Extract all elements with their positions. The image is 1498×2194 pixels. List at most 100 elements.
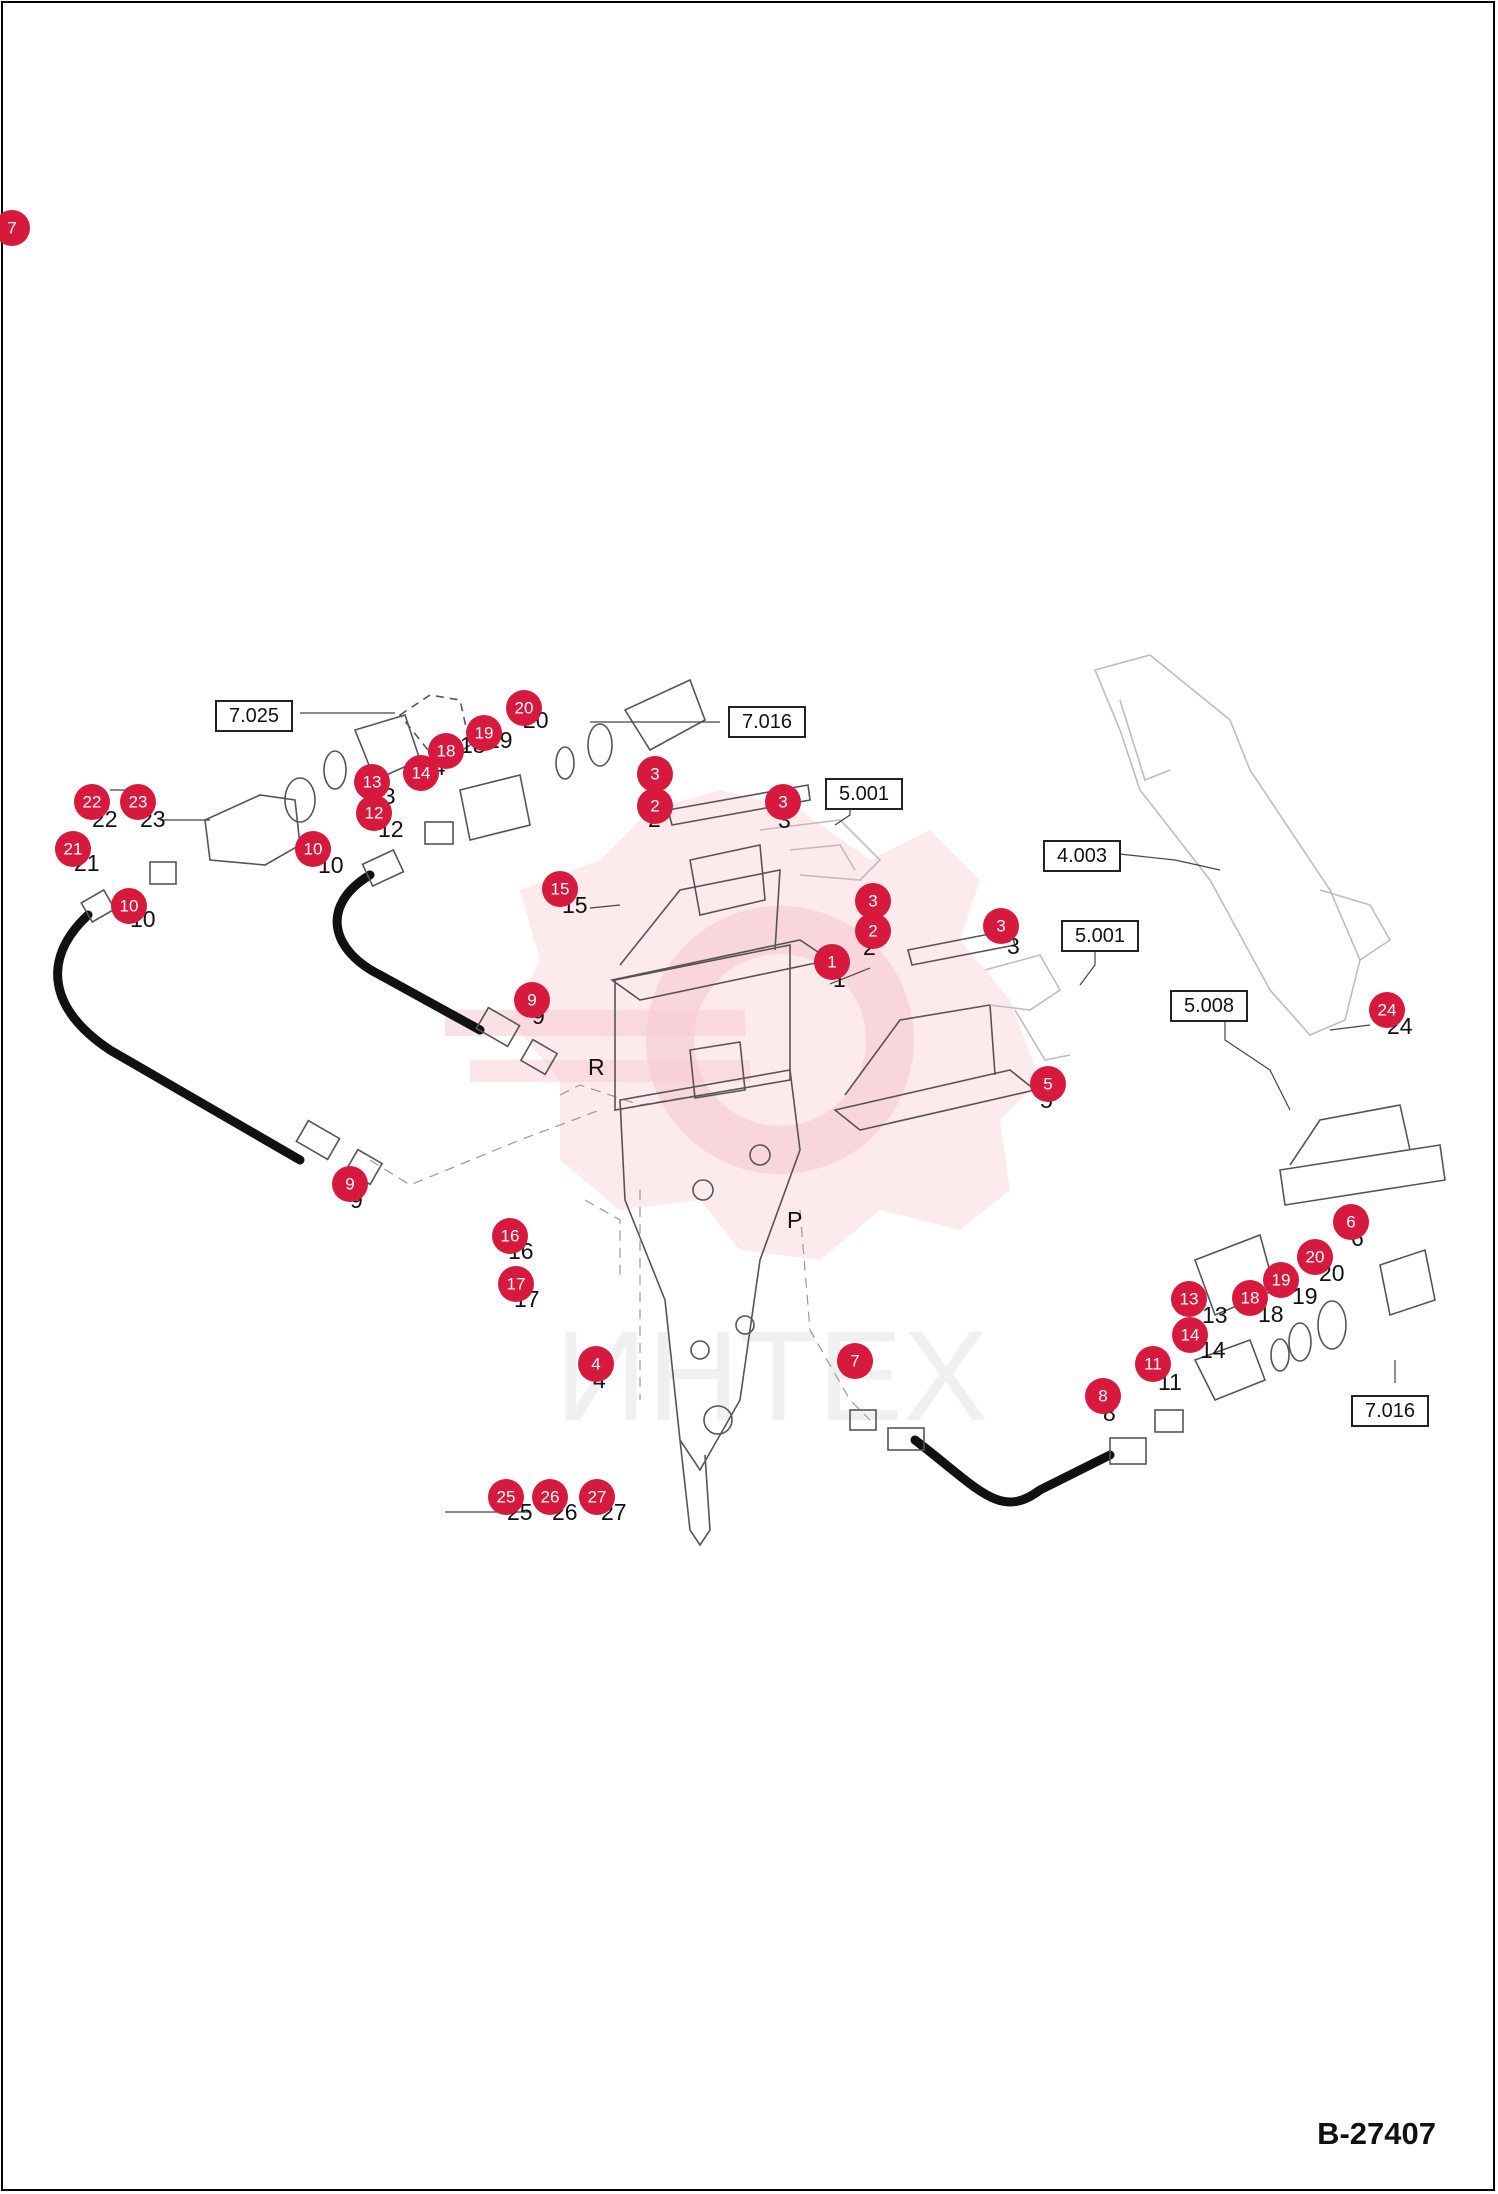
callout-marker-17[interactable]: 17: [498, 1266, 534, 1302]
hose-return-inner: [332, 870, 485, 1035]
callout-number: 13: [1180, 1290, 1199, 1309]
callout-marker-3[interactable]: 3: [637, 756, 673, 792]
port-label-return: R: [588, 1054, 605, 1080]
callout-marker-21[interactable]: 21: [55, 831, 91, 867]
callout-number: 13: [363, 773, 382, 792]
callout-marker-20[interactable]: 20: [1297, 1239, 1333, 1275]
reference-box-7025[interactable]: 7.025: [215, 700, 294, 732]
hydraulic-hoses: [53, 870, 1115, 1507]
callout-number: 3: [650, 765, 659, 784]
callout-marker-8[interactable]: 8: [1085, 1378, 1121, 1414]
callout-number: 17: [507, 1275, 526, 1294]
reference-box-7016-top[interactable]: 7.016: [728, 706, 807, 738]
hose-fittings: [80, 821, 1184, 1465]
callout-marker-24[interactable]: 24: [1369, 992, 1405, 1028]
callout-marker-3[interactable]: 3: [855, 883, 891, 919]
callout-circle: [837, 1343, 873, 1379]
callout-marker-10[interactable]: 10: [111, 888, 147, 924]
callout-marker-7[interactable]: 7: [837, 1343, 873, 1379]
callout-number: 25: [497, 1488, 516, 1507]
callout-marker-1[interactable]: 1: [814, 944, 850, 980]
callout-circle: [506, 690, 542, 726]
callout-marker-22[interactable]: 22: [74, 784, 110, 820]
callout-number: 20: [515, 699, 534, 718]
callout-number: 11: [1144, 1355, 1162, 1374]
callout-marker-6[interactable]: 6: [1333, 1204, 1369, 1240]
callout-number: 10: [304, 840, 323, 859]
callout-marker-5[interactable]: 5: [1030, 1066, 1066, 1102]
callout-marker-13[interactable]: 13: [354, 764, 390, 800]
callout-marker-7[interactable]: 7: [0, 210, 30, 246]
callout-circle: [1171, 1281, 1207, 1317]
callout-marker-19[interactable]: 19: [1263, 1262, 1299, 1298]
reference-box-5008[interactable]: 5.008: [1170, 990, 1249, 1022]
callout-circle: [1232, 1280, 1268, 1316]
callout-number: 21: [64, 840, 83, 859]
callout-circle: [637, 756, 673, 792]
callout-circle: [428, 733, 464, 769]
callout-circle: [542, 871, 578, 907]
reference-box-5001-a[interactable]: 5.001: [825, 778, 904, 810]
callout-number: 15: [551, 880, 570, 899]
callout-marker-19[interactable]: 19: [466, 715, 502, 751]
callout-number: 14: [1181, 1326, 1200, 1345]
reference-box-5001-b[interactable]: 5.001: [1061, 920, 1140, 952]
callout-marker-14[interactable]: 14: [1172, 1317, 1208, 1353]
callout-number: 18: [1241, 1289, 1260, 1308]
callout-marker-11[interactable]: 11: [1135, 1346, 1171, 1382]
routing-lines: [369, 1084, 871, 1421]
part-number-13: 13: [1202, 1302, 1228, 1328]
port-label-pressure: P: [787, 1207, 802, 1233]
callout-marker-9[interactable]: 9: [332, 1166, 368, 1202]
hose-pressure: [910, 1435, 1115, 1507]
callout-marker-14[interactable]: 14: [403, 755, 439, 791]
callout-marker-18[interactable]: 18: [428, 733, 464, 769]
callout-circle: [466, 715, 502, 751]
callout-marker-2[interactable]: 2: [855, 913, 891, 949]
callout-number: 10: [120, 897, 139, 916]
couplings: [204, 678, 1436, 1402]
callout-marker-9[interactable]: 9: [514, 982, 550, 1018]
callout-marker-12[interactable]: 12: [356, 795, 392, 831]
callout-circle: [0, 210, 30, 246]
callout-circle: [1085, 1378, 1121, 1414]
callout-marker-3[interactable]: 3: [765, 784, 801, 820]
callout-marker-4[interactable]: 4: [578, 1346, 614, 1382]
drawing-code: B-27407: [1317, 2116, 1436, 2151]
watermark: ИНТЕХ: [445, 790, 1040, 1448]
callout-circle: [1333, 1204, 1369, 1240]
callout-circle: [1369, 992, 1405, 1028]
callout-circle: [354, 764, 390, 800]
callout-marker-15[interactable]: 15: [542, 871, 578, 907]
hose-return-left: [53, 910, 305, 1165]
callout-marker-18[interactable]: 18: [1232, 1280, 1268, 1316]
callout-circle: [1030, 1066, 1066, 1102]
callout-number: 19: [475, 724, 494, 743]
watermark-text: ИНТЕХ: [555, 1305, 988, 1448]
callout-marker-20[interactable]: 20: [506, 690, 542, 726]
reference-box-4003[interactable]: 4.003: [1043, 840, 1122, 872]
callout-circle: [1263, 1262, 1299, 1298]
callout-marker-3[interactable]: 3: [983, 908, 1019, 944]
callout-marker-23[interactable]: 23: [120, 784, 156, 820]
reference-box-7016-bottom[interactable]: 7.016: [1351, 1395, 1430, 1427]
callout-number: 20: [1306, 1248, 1325, 1267]
callout-marker-2[interactable]: 2: [637, 788, 673, 824]
excavator-arm: [759, 654, 1392, 1061]
callout-marker-25[interactable]: 25: [488, 1479, 524, 1515]
callout-marker-27[interactable]: 27: [579, 1479, 615, 1515]
callout-number: 23: [129, 793, 148, 812]
callout-number: 27: [588, 1488, 607, 1507]
callout-number: 9: [345, 1175, 354, 1194]
callout-number: 2: [650, 797, 659, 816]
callout-marker-16[interactable]: 16: [492, 1218, 528, 1254]
callout-marker-13[interactable]: 13: [1171, 1281, 1207, 1317]
callout-marker-26[interactable]: 26: [532, 1479, 568, 1515]
callout-circle: [855, 883, 891, 919]
callout-marker-10[interactable]: 10: [295, 831, 331, 867]
callout-number: 26: [541, 1488, 560, 1507]
callout-number: 3: [996, 917, 1005, 936]
